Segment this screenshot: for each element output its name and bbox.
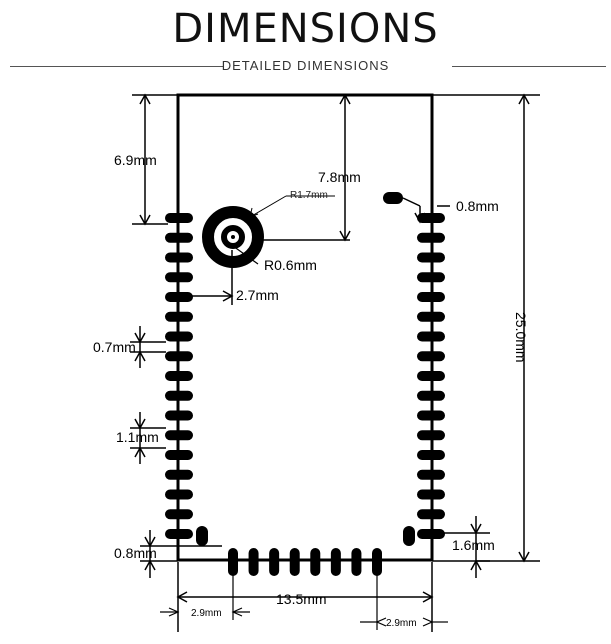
label-inner-radius: R0.6mm xyxy=(264,257,317,273)
label-pad-width: 0.8mm xyxy=(456,198,499,214)
label-outer-radius: R1.7mm xyxy=(290,190,328,201)
right-pin xyxy=(417,390,445,401)
label-bottom-offset-left: 0.8mm xyxy=(114,545,157,561)
label-bottom-offset-right: 1.6mm xyxy=(452,537,495,553)
right-pin xyxy=(417,371,445,381)
bottom-pin xyxy=(269,548,280,576)
subtitle-divider-right xyxy=(452,66,606,67)
corner-pad-right xyxy=(403,526,415,546)
left-pin xyxy=(165,331,193,342)
dim-inner-radius-leader xyxy=(232,245,259,265)
subtitle-divider-left xyxy=(10,66,224,67)
mounting-hole xyxy=(202,206,264,268)
right-pin xyxy=(417,351,445,362)
dim-bottom-offset-left xyxy=(140,530,222,578)
dim-bottom-right-margin xyxy=(360,570,448,630)
right-pin xyxy=(417,489,445,500)
left-pin xyxy=(165,390,193,401)
left-pin xyxy=(165,469,193,480)
dim-top-pin-offset xyxy=(132,93,178,226)
left-pin xyxy=(165,351,193,362)
left-pin xyxy=(165,272,193,283)
marker-pad xyxy=(383,192,403,204)
right-pin xyxy=(417,469,445,480)
dim-pad-width xyxy=(402,197,450,224)
right-pin xyxy=(417,331,445,342)
module-outline xyxy=(176,93,434,562)
label-pin-pitch: 1.1mm xyxy=(116,429,159,445)
right-pin xyxy=(417,450,445,460)
right-pin xyxy=(417,232,445,243)
bottom-pin xyxy=(289,548,300,576)
bottom-pin xyxy=(372,548,382,576)
label-pad-height: 0.7mm xyxy=(93,339,136,355)
right-pin xyxy=(417,410,445,421)
label-bottom-right-margin: 2.9mm xyxy=(386,618,417,629)
bottom-pin xyxy=(351,548,362,576)
dim-side-offset xyxy=(190,250,234,305)
left-pin xyxy=(165,292,193,302)
dim-outer-radius-leader xyxy=(249,195,335,218)
left-pin-column xyxy=(165,213,193,539)
bottom-pin xyxy=(330,548,341,576)
dim-pad-height xyxy=(130,326,166,368)
left-pin xyxy=(165,371,193,381)
left-pin xyxy=(165,509,193,520)
left-pin xyxy=(165,489,193,500)
right-pin xyxy=(417,213,445,223)
left-pin xyxy=(165,410,193,421)
label-height: 25.0mm xyxy=(513,312,529,363)
right-pin xyxy=(417,430,445,441)
right-pin-column xyxy=(417,213,445,539)
left-pin xyxy=(165,450,193,460)
page-subtitle: DETAILED DIMENSIONS xyxy=(221,58,390,73)
label-bottom-span: 13.5mm xyxy=(276,591,327,607)
right-pin xyxy=(417,272,445,283)
bottom-pin-row xyxy=(228,548,382,576)
corner-pad-left xyxy=(196,526,208,546)
left-pin xyxy=(165,529,193,539)
right-pin xyxy=(417,252,445,263)
dim-antenna-offset xyxy=(258,93,351,242)
left-pin xyxy=(165,232,193,243)
dim-height xyxy=(432,93,540,563)
label-top-pin-offset: 6.9mm xyxy=(114,152,157,168)
left-pin xyxy=(165,430,193,441)
right-pin xyxy=(417,292,445,302)
dim-pin-pitch xyxy=(130,412,166,464)
dim-bottom-left-margin xyxy=(160,570,250,620)
dim-bottom-span xyxy=(176,562,434,632)
left-pin xyxy=(165,311,193,322)
left-pin xyxy=(165,213,193,223)
right-pin xyxy=(417,509,445,520)
bottom-pin xyxy=(310,548,321,576)
bottom-pin xyxy=(228,548,238,576)
label-antenna-offset: 7.8mm xyxy=(318,169,361,185)
right-pin xyxy=(417,311,445,322)
right-pin xyxy=(417,529,445,539)
page-title: DIMENSIONS xyxy=(172,6,439,52)
bottom-pin xyxy=(248,548,259,576)
label-side-offset: 2.7mm xyxy=(236,287,279,303)
left-pin xyxy=(165,252,193,263)
label-bottom-left-margin: 2.9mm xyxy=(191,608,222,619)
